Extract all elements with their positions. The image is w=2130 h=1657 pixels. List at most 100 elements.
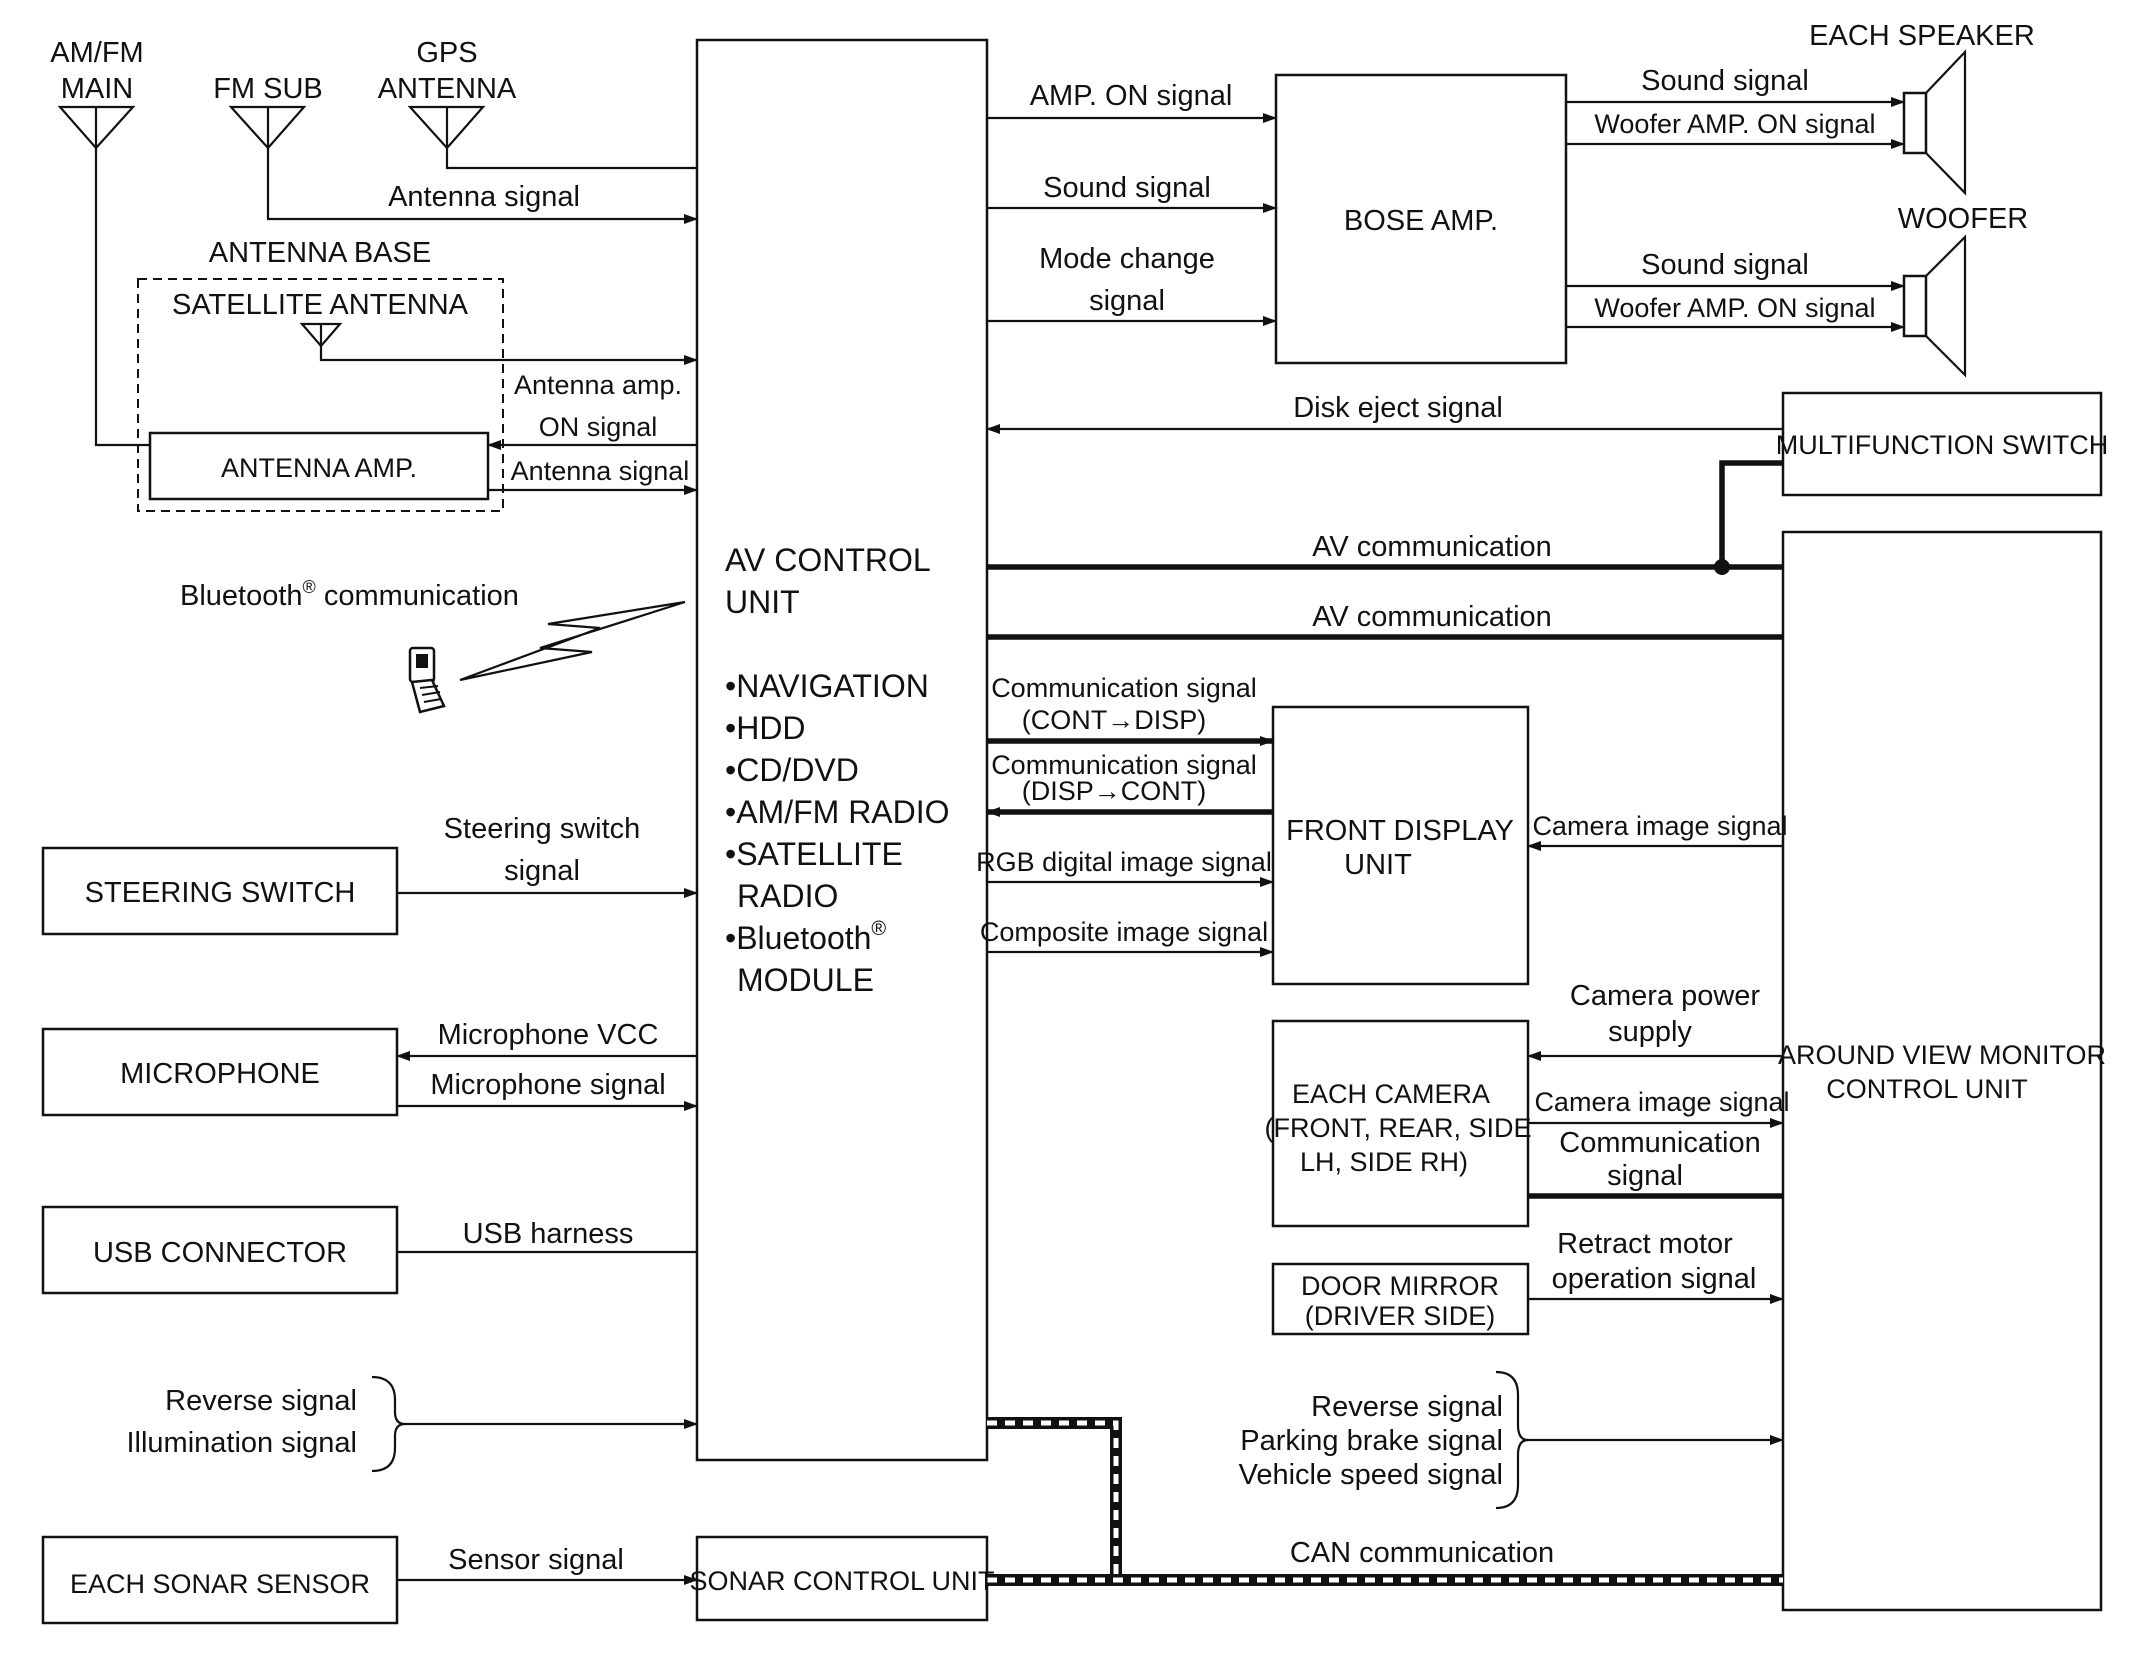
each-camera-label-3: LH, SIDE RH) bbox=[1300, 1147, 1468, 1177]
fm-sub-antenna-icon bbox=[228, 105, 307, 150]
camera-image-display-label: Camera image signal bbox=[1532, 811, 1787, 841]
am-fm-main-antenna-icon bbox=[57, 105, 136, 150]
av-comm-multifunction-wire bbox=[1719, 460, 1783, 567]
am-fm-main-label-1: AM/FM bbox=[50, 37, 143, 69]
bluetooth-comm-label: Bluetooth® communication bbox=[180, 577, 519, 612]
antenna-amp-on-label-2: ON signal bbox=[539, 412, 658, 442]
rgb-digital-label: RGB digital image signal bbox=[976, 847, 1272, 877]
disk-eject-label: Disk eject signal bbox=[1293, 392, 1503, 424]
multifunction-switch-label: MULTIFUNCTION SWITCH bbox=[1776, 430, 2108, 460]
camera-power-label-2: supply bbox=[1608, 1016, 1692, 1048]
each-sonar-sensor-label: EACH SONAR SENSOR bbox=[70, 1569, 370, 1599]
am-fm-main-wire bbox=[94, 148, 150, 447]
comm-cont-disp-label-2: (CONT→DISP) bbox=[1022, 705, 1207, 735]
microphone-signal-label: Microphone signal bbox=[430, 1069, 665, 1101]
woofer-label: WOOFER bbox=[1898, 203, 2029, 235]
bose-amp-label: BOSE AMP. bbox=[1344, 205, 1498, 237]
door-mirror-label-1: DOOR MIRROR bbox=[1301, 1271, 1499, 1301]
retract-motor-label-2: operation signal bbox=[1552, 1263, 1757, 1295]
sound-signal-woofer-label: Sound signal bbox=[1641, 249, 1809, 281]
steering-switch-signal-label-1: Steering switch bbox=[444, 813, 641, 845]
av-item-satellite: •SATELLITE bbox=[725, 836, 903, 872]
each-camera-box bbox=[1271, 1019, 1530, 1228]
sound-signal-speaker-label: Sound signal bbox=[1641, 65, 1809, 97]
woofer-icon bbox=[1902, 234, 1967, 378]
steering-switch-box bbox=[41, 846, 399, 936]
comm-disp-cont-label-1: Communication signal bbox=[991, 750, 1257, 780]
woofer-amp-on-speaker-label: Woofer AMP. ON signal bbox=[1594, 109, 1875, 139]
steering-switch-label: STEERING SWITCH bbox=[85, 877, 356, 909]
av-comm-junction bbox=[1714, 559, 1730, 575]
av-item-module: MODULE bbox=[737, 962, 874, 998]
steering-switch-signal-label-2: signal bbox=[504, 855, 580, 887]
multifunction-switch-box bbox=[1781, 391, 2103, 497]
gps-antenna-label-2: ANTENNA bbox=[378, 73, 517, 105]
am-fm-main-label-2: MAIN bbox=[61, 73, 134, 105]
antenna-amp-box bbox=[148, 431, 490, 501]
microphone-label: MICROPHONE bbox=[120, 1058, 320, 1090]
av-control-unit-title-1: AV CONTROL bbox=[725, 542, 931, 578]
mobile-phone-icon bbox=[408, 646, 446, 714]
av-item-navigation: •NAVIGATION bbox=[725, 668, 929, 704]
left-brace bbox=[371, 1375, 406, 1473]
woofer-amp-on-woofer-label: Woofer AMP. ON signal bbox=[1594, 293, 1875, 323]
sensor-signal-label: Sensor signal bbox=[448, 1544, 624, 1576]
vehicle-speed-label: Vehicle speed signal bbox=[1239, 1459, 1503, 1491]
antenna-base-label: ANTENNA BASE bbox=[209, 237, 431, 269]
comm-disp-cont-label-2: (DISP→CONT) bbox=[1022, 776, 1207, 806]
each-speaker-label: EACH SPEAKER bbox=[1809, 20, 2035, 52]
can-communication-label: CAN communication bbox=[1290, 1537, 1554, 1569]
gps-antenna-wire bbox=[445, 148, 697, 170]
retract-motor-label-1: Retract motor bbox=[1557, 1228, 1733, 1260]
avm-label-2: CONTROL UNIT bbox=[1826, 1074, 2028, 1104]
satellite-antenna-icon bbox=[299, 322, 343, 348]
can-communication-line bbox=[987, 1417, 1783, 1586]
mode-change-label-1: Mode change bbox=[1039, 243, 1215, 275]
av-item-hdd: •HDD bbox=[725, 710, 806, 746]
av-control-unit-title-2: UNIT bbox=[725, 584, 800, 620]
camera-image-avm-label: Camera image signal bbox=[1534, 1087, 1789, 1117]
front-display-label-2: UNIT bbox=[1344, 849, 1412, 881]
each-camera-label-1: EACH CAMERA bbox=[1292, 1079, 1490, 1109]
around-view-monitor-box bbox=[1781, 530, 2103, 1612]
antenna-signal-wire bbox=[266, 148, 698, 224]
usb-connector-box bbox=[41, 1205, 399, 1295]
sound-signal-amp-label: Sound signal bbox=[1043, 172, 1211, 204]
antenna-amp-on-label-1: Antenna amp. bbox=[514, 370, 682, 400]
amp-on-label: AMP. ON signal bbox=[1030, 80, 1233, 112]
av-comm-1-label: AV communication bbox=[1312, 531, 1552, 563]
speaker-icon bbox=[1902, 49, 1967, 196]
communication-signal-label-2: signal bbox=[1607, 1160, 1683, 1192]
av-item-radio: RADIO bbox=[737, 878, 838, 914]
gps-antenna-icon bbox=[407, 105, 486, 150]
reverse-signal-av-label: Reverse signal bbox=[165, 1385, 357, 1417]
usb-harness-label: USB harness bbox=[463, 1218, 634, 1250]
door-mirror-box bbox=[1271, 1262, 1530, 1336]
mode-change-label-2: signal bbox=[1089, 285, 1165, 317]
bluetooth-lightning-icon bbox=[459, 600, 686, 682]
composite-image-label: Composite image signal bbox=[980, 917, 1268, 947]
fm-sub-label: FM SUB bbox=[213, 73, 323, 105]
front-display-label-1: FRONT DISPLAY bbox=[1286, 815, 1514, 847]
door-mirror-label-2: (DRIVER SIDE) bbox=[1305, 1301, 1496, 1331]
each-sonar-sensor-box bbox=[41, 1535, 399, 1625]
av-item-cd-dvd: •CD/DVD bbox=[725, 752, 859, 788]
antenna-signal-2-label: Antenna signal bbox=[511, 456, 690, 486]
microphone-box bbox=[41, 1027, 399, 1117]
avm-label-1: AROUND VIEW MONITOR bbox=[1778, 1040, 2106, 1070]
parking-brake-label: Parking brake signal bbox=[1240, 1425, 1503, 1457]
microphone-vcc-label: Microphone VCC bbox=[438, 1019, 659, 1051]
satellite-antenna-label: SATELLITE ANTENNA bbox=[172, 289, 469, 321]
illumination-signal-label: Illumination signal bbox=[126, 1427, 357, 1459]
front-display-unit-box bbox=[1271, 705, 1530, 986]
sonar-control-unit-box bbox=[695, 1535, 989, 1622]
antenna-signal-label: Antenna signal bbox=[388, 181, 580, 213]
gps-antenna-label-1: GPS bbox=[416, 37, 477, 69]
reverse-signal-avm-label: Reverse signal bbox=[1311, 1391, 1503, 1423]
camera-power-label-1: Camera power bbox=[1570, 980, 1761, 1012]
av-item-bluetooth: •Bluetooth® bbox=[725, 918, 886, 956]
sonar-control-unit-label: SONAR CONTROL UNIT bbox=[689, 1566, 994, 1596]
communication-signal-label-1: Communication bbox=[1559, 1127, 1760, 1159]
bose-amp-box bbox=[1274, 73, 1568, 365]
